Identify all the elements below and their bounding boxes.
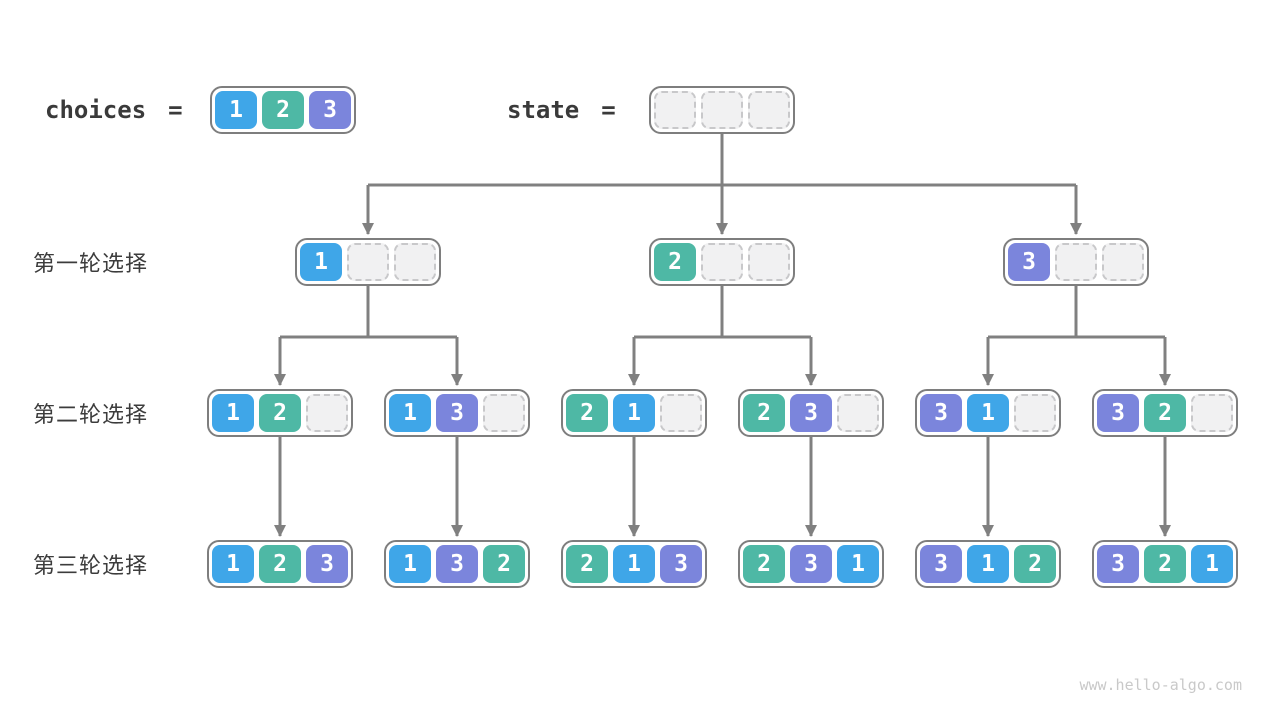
choices-label-group: choices =	[45, 86, 183, 134]
value-cell: 3	[436, 545, 478, 583]
watermark: www.hello-algo.com	[1079, 676, 1242, 694]
value-cell: 2	[566, 545, 608, 583]
value-cell: 1	[215, 91, 257, 129]
value-cell: 3	[1097, 545, 1139, 583]
value-cell: 1	[967, 394, 1009, 432]
value-cell: 2	[259, 394, 301, 432]
value-cell: 1	[967, 545, 1009, 583]
value-cell: 3	[920, 545, 962, 583]
empty-cell	[748, 243, 790, 281]
empty-cell	[701, 91, 743, 129]
value-cell: 3	[790, 545, 832, 583]
state-box	[649, 86, 795, 134]
state-equals-sign: =	[601, 96, 616, 124]
value-cell: 3	[306, 545, 348, 583]
value-cell: 2	[483, 545, 525, 583]
value-cell: 1	[212, 545, 254, 583]
node-r1-1: 1	[295, 238, 441, 286]
value-cell: 2	[743, 394, 785, 432]
empty-cell	[1191, 394, 1233, 432]
value-cell: 2	[1144, 545, 1186, 583]
value-cell: 1	[837, 545, 879, 583]
value-cell: 1	[389, 394, 431, 432]
empty-cell	[1014, 394, 1056, 432]
empty-cell	[701, 243, 743, 281]
state-label: state	[507, 96, 580, 124]
value-cell: 3	[920, 394, 962, 432]
node-r1-2: 2	[649, 238, 795, 286]
value-cell: 2	[743, 545, 785, 583]
value-cell: 2	[262, 91, 304, 129]
value-cell: 3	[1097, 394, 1139, 432]
value-cell: 1	[613, 394, 655, 432]
value-cell: 3	[790, 394, 832, 432]
value-cell: 2	[1144, 394, 1186, 432]
empty-cell	[483, 394, 525, 432]
value-cell: 2	[1014, 545, 1056, 583]
value-cell: 1	[300, 243, 342, 281]
state-label-group: state =	[507, 86, 616, 134]
value-cell: 1	[389, 545, 431, 583]
value-cell: 3	[436, 394, 478, 432]
value-cell: 3	[309, 91, 351, 129]
choices-equals-sign: =	[168, 96, 183, 124]
value-cell: 2	[654, 243, 696, 281]
empty-cell	[660, 394, 702, 432]
row-label-1: 第一轮选择	[33, 251, 149, 276]
empty-cell	[748, 91, 790, 129]
empty-cell	[654, 91, 696, 129]
value-cell: 3	[660, 545, 702, 583]
empty-cell	[1055, 243, 1097, 281]
empty-cell	[394, 243, 436, 281]
row-label-3: 第三轮选择	[33, 553, 149, 578]
value-cell: 1	[613, 545, 655, 583]
value-cell: 2	[566, 394, 608, 432]
empty-cell	[837, 394, 879, 432]
value-cell: 2	[259, 545, 301, 583]
choices-label: choices	[45, 96, 147, 124]
value-cell: 1	[212, 394, 254, 432]
empty-cell	[306, 394, 348, 432]
empty-cell	[347, 243, 389, 281]
row-label-2: 第二轮选择	[33, 402, 149, 427]
value-cell: 3	[1008, 243, 1050, 281]
empty-cell	[1102, 243, 1144, 281]
value-cell: 1	[1191, 545, 1233, 583]
node-r1-3: 3	[1003, 238, 1149, 286]
